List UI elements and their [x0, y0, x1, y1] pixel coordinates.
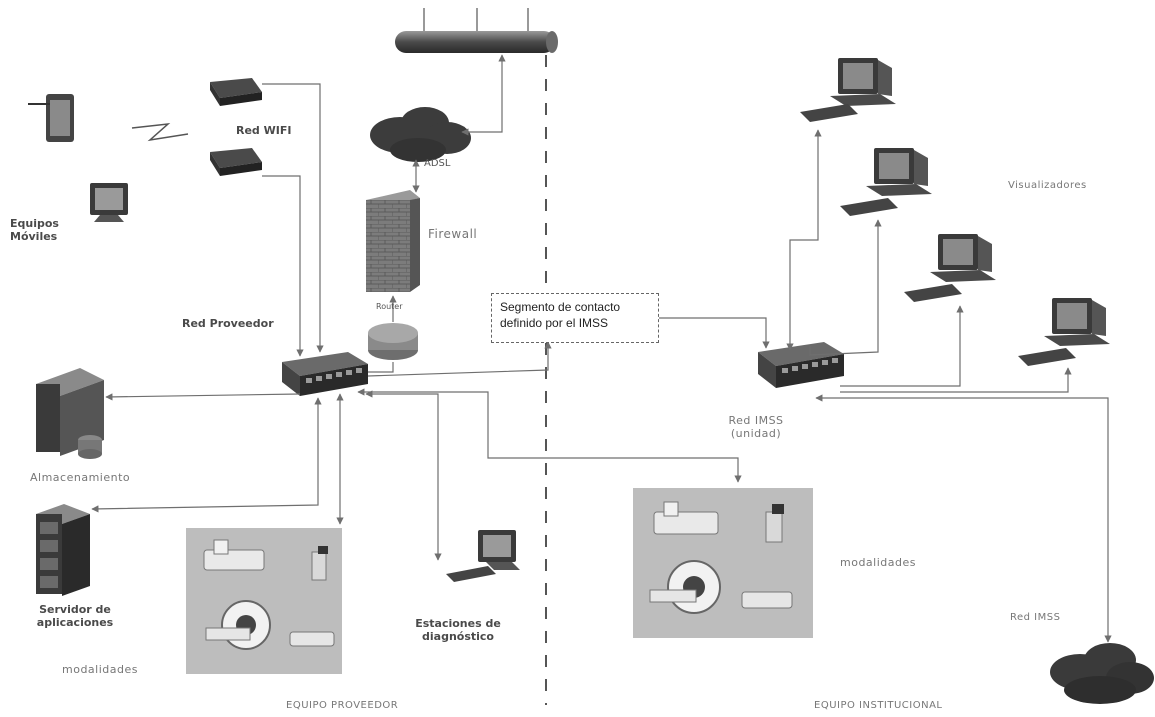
link-switch-appserver	[91, 397, 322, 513]
contact-segment-line1: Segmento de contacto	[500, 300, 621, 314]
red-imss-cloud-label: Red IMSS	[1010, 612, 1061, 623]
visualizadores-label: Visualizadores	[1008, 180, 1087, 191]
wifi-router-icon-top	[210, 78, 262, 106]
adsl-cloud-icon	[370, 107, 471, 162]
link-imss-visualizer-4	[840, 367, 1072, 393]
router-label: Router	[376, 302, 403, 311]
tablet-icon	[28, 94, 74, 142]
firewall-icon	[366, 190, 420, 292]
red-proveedor-label: Red Proveedor	[182, 317, 274, 330]
link-segment-imss-switch	[659, 317, 770, 349]
equipo-proveedor-label: EQUIPO PROVEEDOR	[286, 700, 399, 711]
link-pipe-adsl	[461, 54, 506, 136]
storage-server-icon	[36, 368, 104, 459]
router-icon	[368, 323, 418, 360]
link-switch-diagnostic	[365, 390, 442, 561]
link-wifi-bottom-switch	[262, 175, 304, 357]
visualizer-workstation-icon-3	[904, 234, 996, 302]
mobile-screen-icon	[90, 183, 128, 222]
red-imss-unidad-label: Red IMSS (unidad)	[716, 414, 796, 440]
red-imss-cloud-icon	[1050, 643, 1154, 704]
contact-segment-box: Segmento de contacto definido por el IMS…	[491, 293, 659, 343]
red-imss-unidad-line1: Red IMSS	[728, 414, 784, 427]
application-server-icon	[36, 504, 90, 596]
red-wifi-label: Red WIFI	[236, 124, 292, 137]
link-router-switch	[368, 362, 394, 373]
contact-segment-line2: definido por el IMSS	[500, 316, 609, 331]
servidor-line1: Servidor de	[39, 603, 111, 616]
link-switch-segment	[367, 341, 552, 377]
firewall-label: Firewall	[428, 227, 478, 241]
wireless-signal-icon	[131, 122, 189, 142]
adsl-label: ADSL	[424, 158, 451, 169]
modalities-equipment-image-right	[633, 488, 813, 638]
imss-switch-icon	[758, 342, 844, 388]
almacenamiento-label: Almacenamiento	[30, 471, 131, 484]
provider-switch-icon	[282, 352, 368, 396]
visualizer-workstation-icon-4	[1018, 298, 1110, 366]
equipos-moviles-label: Equipos Móviles	[10, 217, 59, 243]
link-switch-modalities-right	[357, 388, 742, 483]
red-imss-unidad-line2: (unidad)	[730, 426, 782, 440]
modalidades-right-label: modalidades	[840, 556, 916, 569]
link-switch-storage	[105, 393, 301, 401]
estaciones-line2: diagnóstico	[422, 629, 494, 643]
equipo-institucional-label: EQUIPO INSTITUCIONAL	[814, 700, 943, 711]
link-imss-visualizer-2	[809, 219, 882, 356]
modalidades-left-label: modalidades	[62, 663, 138, 676]
link-wifi-top-switch	[262, 83, 324, 353]
link-imss-cloud	[815, 394, 1112, 643]
visualizer-workstation-icon-2	[840, 148, 932, 216]
diagnostic-workstation-icon	[446, 530, 520, 582]
wifi-router-icon-bottom	[210, 148, 262, 176]
link-imss-visualizer-3	[840, 305, 964, 387]
internet-pipe-icon	[395, 8, 558, 53]
visualizer-workstation-icon-1	[800, 58, 896, 122]
servidor-line2: aplicaciones	[36, 615, 114, 629]
estaciones-diagnostico-label: Estaciones de diagnóstico	[410, 617, 506, 643]
servidor-aplicaciones-label: Servidor de aplicaciones	[30, 603, 120, 629]
link-imss-visualizer-1	[786, 129, 822, 351]
estaciones-line1: Estaciones de	[415, 617, 501, 630]
modalities-equipment-image-left	[186, 528, 342, 674]
